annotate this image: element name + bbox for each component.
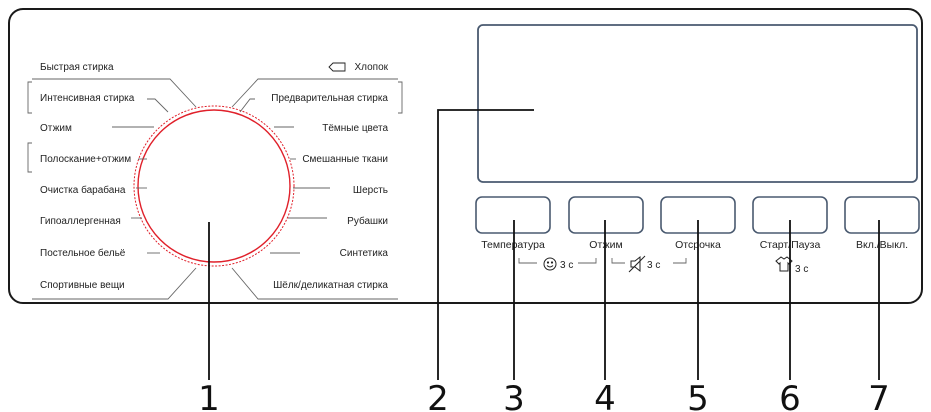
- child-lock-hint: 3 с: [560, 260, 573, 271]
- program-dial[interactable]: [137, 109, 291, 263]
- start-hold-hint: 3 с: [795, 264, 808, 275]
- panel-button[interactable]: [568, 196, 644, 234]
- program-label-left: Постельное бельё: [40, 247, 126, 259]
- callout-number: 7: [868, 379, 890, 412]
- program-label-left: Отжим: [40, 123, 72, 134]
- program-label-left: Спортивные вещи: [40, 280, 125, 291]
- shirt-icon: [775, 256, 793, 272]
- program-label-right: Предварительная стирка: [271, 93, 388, 104]
- button-label: Вкл./Выкл.: [856, 239, 908, 251]
- button-label: Температура: [481, 239, 545, 251]
- callout-number: 4: [594, 379, 616, 412]
- program-dial-outer: [133, 105, 295, 267]
- button-callout-numbers: 3 4 5 6 7: [503, 379, 890, 412]
- panel-frame: [8, 8, 923, 304]
- program-label-left: Гипоаллергенная: [40, 216, 121, 227]
- button-label: Отжим: [589, 239, 622, 251]
- callout-lines: [208, 109, 880, 380]
- program-label-right: Синтетика: [340, 248, 389, 259]
- program-label-right: Рубашки: [347, 215, 388, 227]
- callout-2: 2: [427, 379, 449, 412]
- callout-number: 6: [779, 379, 801, 412]
- sound-off-icon: [628, 255, 646, 273]
- program-label-right: Шерсть: [353, 185, 388, 196]
- tag-icon: [328, 62, 346, 72]
- dial-connectors: [27, 78, 403, 300]
- program-label-right: Смешанные ткани: [302, 154, 388, 165]
- display-screen: [477, 24, 918, 183]
- program-label-right: Хлопок: [354, 62, 388, 73]
- program-label-right: Тёмные цвета: [322, 123, 388, 134]
- program-label-left: Очистка барабана: [40, 184, 126, 196]
- callout-number: 3: [503, 379, 525, 412]
- sound-off-hint: 3 с: [647, 260, 660, 271]
- program-label-left: Быстрая стирка: [40, 62, 114, 73]
- child-lock-smiley-icon: [543, 257, 557, 271]
- program-label-right: Шёлк/деликатная стирка: [273, 280, 388, 291]
- callout-1: 1: [198, 379, 220, 412]
- callout-number: 5: [687, 379, 709, 412]
- program-label-left: Полоскание+отжим: [40, 154, 131, 165]
- program-label-left: Интенсивная стирка: [40, 93, 135, 104]
- panel-button[interactable]: [475, 196, 551, 234]
- hint-brackets: [518, 258, 687, 264]
- panel-button[interactable]: [844, 196, 920, 234]
